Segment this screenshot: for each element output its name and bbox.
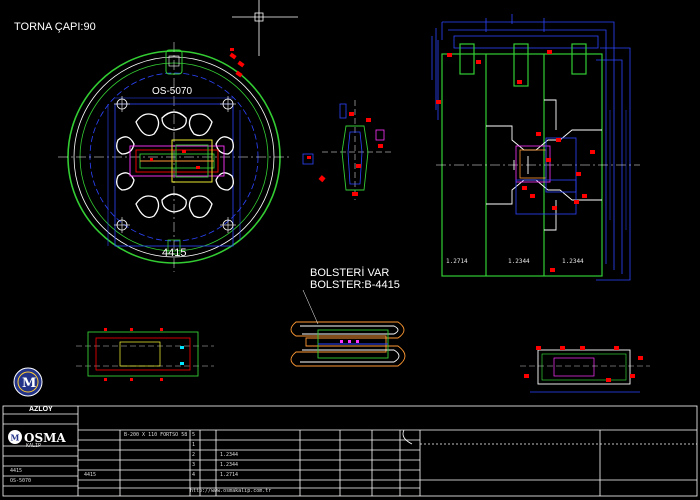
die-cross-section [431, 14, 640, 281]
bridge-detail-view [520, 346, 650, 393]
profile-detail-view [76, 328, 214, 381]
row-code-2: 2 [192, 452, 196, 458]
row-code-5: 5 [192, 432, 196, 438]
material-label-plate-2: 1.2344 [508, 258, 530, 265]
part-title: B-200 X 110 FORTSO 58 [124, 432, 188, 438]
mandrel-pin-section [302, 100, 392, 200]
crosshair-cursor [232, 0, 298, 56]
company-logo: M M [8, 367, 43, 444]
row-code-4: 4 [192, 472, 196, 478]
row-material-2: 1.2344 [220, 462, 239, 468]
material-label-plate-1: 1.2714 [446, 258, 468, 265]
row-material-3: 1.2714 [220, 472, 239, 478]
bolster-section [290, 289, 406, 367]
profile-number-row: 4415 [84, 472, 97, 478]
bolster-code-label: BOLSTER:B-4415 [310, 279, 400, 291]
profile-number: 4415 [10, 468, 23, 474]
row-material-1: 1.2344 [220, 452, 239, 458]
company-name: OSMA [24, 431, 66, 445]
bolster-label: BOLSTERİ VAR [310, 267, 390, 279]
company-subtitle: KALIP [26, 443, 42, 449]
title-block [2, 405, 698, 497]
material-label-plate-3: 1.2344 [562, 258, 584, 265]
website-link[interactable]: http://www.osmakalip.com.tr [190, 488, 272, 494]
svg-text:M: M [11, 433, 20, 443]
customer-label: AZLOY [29, 406, 53, 413]
svg-text:M: M [22, 376, 36, 391]
die-front-view [58, 42, 290, 272]
die-code-label: OS-5070 [152, 86, 193, 97]
row-code-1: 1 [192, 442, 196, 448]
row-code-3: 3 [192, 462, 196, 468]
lathe-diameter-label: TORNA ÇAPI:90 [14, 21, 96, 33]
drawing-number: OS-5070 [10, 478, 32, 484]
profile-code-label: 4415 [162, 247, 187, 259]
